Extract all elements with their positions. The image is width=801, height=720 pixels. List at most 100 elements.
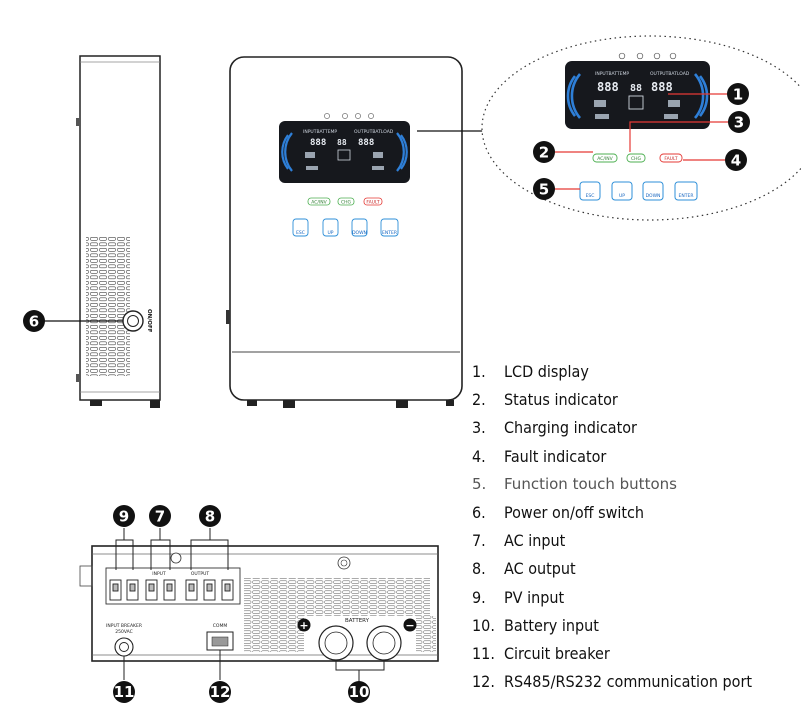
- zoom-touch-buttons: ESC UP DOWN ENTER: [579, 181, 698, 201]
- legend-item: 8.AC output: [472, 559, 576, 579]
- parts-legend: 1.LCD display 2.Status indicator 3.Charg…: [472, 362, 792, 700]
- svg-text:1: 1: [733, 86, 743, 104]
- front-lcd-left-value: 888: [310, 138, 326, 148]
- svg-text:5: 5: [539, 181, 549, 199]
- svg-text:AC/INV: AC/INV: [311, 200, 327, 206]
- front-panel-body: [229, 56, 463, 401]
- front-down-button[interactable]: [351, 218, 368, 237]
- svg-text:10: 10: [349, 683, 370, 701]
- svg-text:888: 888: [597, 80, 619, 94]
- battery-plus-icon: [297, 618, 311, 632]
- svg-text:8: 8: [205, 508, 215, 526]
- input-terminal-label: INPUT: [152, 571, 166, 577]
- callout-3: [728, 111, 750, 133]
- svg-text:ESC: ESC: [296, 230, 305, 236]
- side-vent-grille: [86, 236, 130, 376]
- callout-10: [348, 681, 370, 703]
- svg-text:UP: UP: [619, 193, 625, 199]
- svg-text:ENTER: ENTER: [679, 193, 694, 199]
- svg-text:INPUTBATTEMP: INPUTBATTEMP: [595, 71, 629, 77]
- callout-12: [209, 681, 231, 703]
- front-lcd-mid-value: 88: [337, 138, 347, 147]
- front-lcd-right-value: 888: [358, 138, 374, 148]
- svg-text:DOWN: DOWN: [352, 230, 367, 236]
- front-lcd-left-title: INPUTBATTEMP: [303, 129, 337, 135]
- svg-text:+: +: [299, 619, 308, 632]
- svg-text:6: 6: [29, 313, 39, 331]
- svg-text:2: 2: [539, 144, 549, 162]
- callout-4: [725, 149, 747, 171]
- svg-text:4: 4: [731, 152, 741, 170]
- zoom-detail: INPUTBATTEMP OUTPUTBATLOAD 888 88 888 AC…: [481, 35, 801, 221]
- side-view: ON/OFF: [41, 55, 161, 408]
- svg-text:CHG: CHG: [631, 156, 642, 162]
- svg-text:CHG: CHG: [341, 200, 352, 206]
- legend-item: 1.LCD display: [472, 362, 589, 381]
- comm-label: COMM: [213, 623, 228, 629]
- callout-2: [533, 141, 555, 163]
- svg-text:888: 888: [651, 80, 673, 94]
- legend-item: 12.RS485/RS232 communication port: [472, 672, 753, 692]
- legend-item: 11.Circuit breaker: [472, 643, 610, 663]
- terminal-screws: [109, 579, 234, 601]
- front-enter-button[interactable]: [380, 218, 399, 237]
- legend-item: 5.Function touch buttons: [472, 474, 677, 493]
- zoom-status-indicator: [592, 153, 618, 163]
- front-view: INPUTBATTEMP OUTPUTBATLOAD 888 88 888 AC…: [226, 56, 484, 408]
- svg-text:UP: UP: [327, 230, 333, 236]
- callout-8: [199, 505, 221, 527]
- svg-text:88: 88: [630, 83, 642, 94]
- svg-text:3: 3: [734, 114, 744, 132]
- zoom-enter-button[interactable]: [674, 181, 698, 201]
- bottom-view: INPUT OUTPUT INPUT BREAKER 250VAC COMM: [79, 528, 439, 682]
- battery-positive-gland: [318, 625, 354, 661]
- zoom-fault-indicator: [659, 153, 683, 163]
- svg-text:FAULT: FAULT: [664, 156, 677, 162]
- zoom-charging-indicator: [626, 153, 646, 163]
- callout-11: [113, 681, 135, 703]
- svg-text:9: 9: [119, 508, 129, 526]
- zoom-down-button[interactable]: [642, 181, 664, 201]
- zoom-esc-button[interactable]: [579, 181, 601, 201]
- circuit-breaker[interactable]: [114, 637, 134, 657]
- callout-5: [533, 178, 555, 200]
- front-touch-buttons: ESC UP DOWN ENTER: [292, 218, 399, 237]
- breaker-label-2: 250VAC: [115, 629, 133, 635]
- front-charging-indicator: [337, 197, 355, 206]
- svg-text:−: −: [405, 619, 414, 632]
- legend-item: 7.AC input: [472, 531, 566, 551]
- callout-badges: 1 2 3 4 5 6 7 8 9 10 11 12: [23, 83, 750, 703]
- callout-7: [149, 505, 171, 527]
- svg-text:7: 7: [155, 508, 165, 526]
- svg-text:11: 11: [114, 683, 135, 701]
- svg-text:ENTER: ENTER: [382, 230, 397, 236]
- legend-item: 2.Status indicator: [472, 390, 618, 410]
- svg-text:12: 12: [210, 683, 231, 701]
- front-status-indicator: [307, 197, 331, 206]
- battery-label: BATTERY: [345, 618, 370, 624]
- callout-9: [113, 505, 135, 527]
- breaker-label-1: INPUT BREAKER: [106, 623, 142, 629]
- legend-item: 3.Charging indicator: [472, 418, 637, 438]
- switch-label: ON/OFF: [146, 309, 152, 333]
- svg-text:DOWN: DOWN: [646, 193, 661, 199]
- battery-negative-gland: [366, 625, 402, 661]
- legend-item: 6.Power on/off switch: [472, 502, 645, 522]
- front-lcd-right-title: OUTPUTBATLOAD: [354, 129, 394, 135]
- callout-6: [23, 310, 45, 332]
- front-up-button[interactable]: [322, 218, 339, 237]
- callout-1: [727, 83, 749, 105]
- svg-text:ESC: ESC: [586, 193, 595, 199]
- legend-item: 4.Fault indicator: [472, 446, 607, 466]
- legend-item: 10.Battery input: [472, 615, 599, 635]
- battery-minus-icon: [403, 618, 417, 632]
- svg-text:OUTPUTBATLOAD: OUTPUTBATLOAD: [650, 71, 690, 77]
- legend-item: 9.PV input: [472, 587, 565, 607]
- output-terminal-label: OUTPUT: [191, 571, 210, 577]
- zoom-lcd-display: [565, 61, 710, 129]
- zoom-up-button[interactable]: [611, 181, 633, 201]
- front-fault-indicator: [363, 197, 383, 206]
- svg-text:AC/INV: AC/INV: [597, 156, 613, 162]
- front-esc-button[interactable]: [292, 218, 309, 237]
